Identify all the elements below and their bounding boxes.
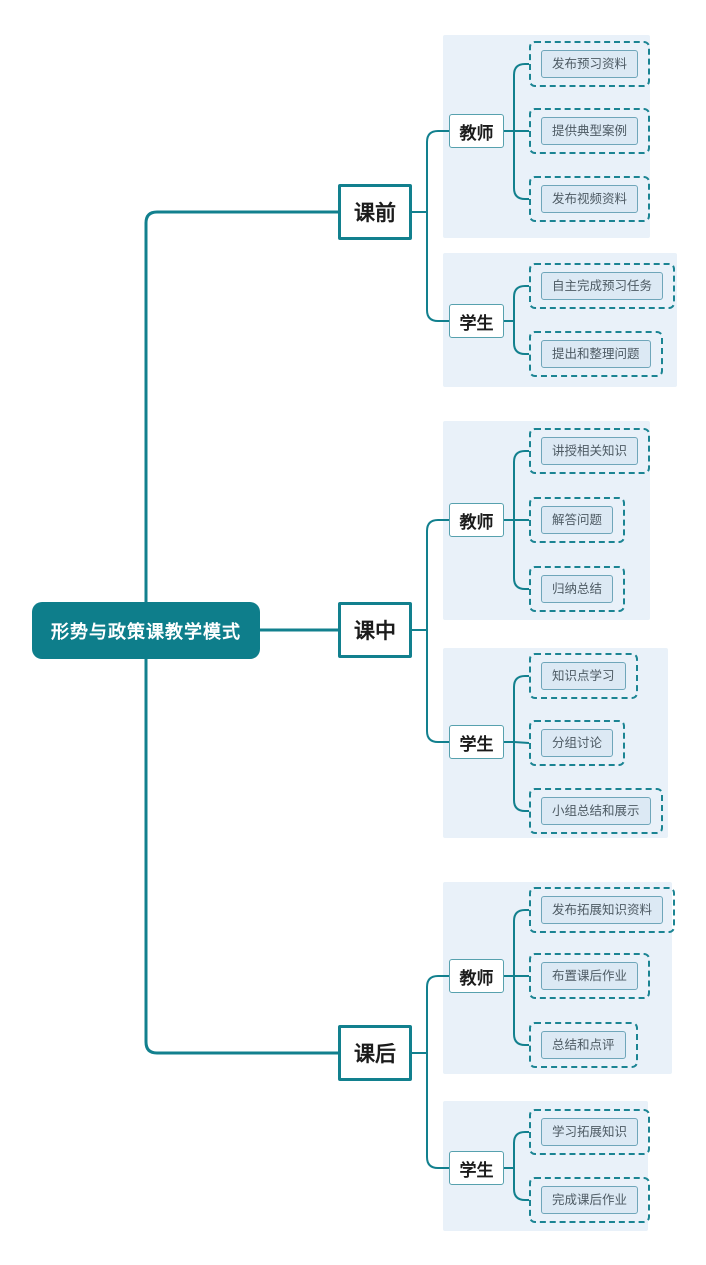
task-node[interactable]: 发布预习资料	[529, 41, 651, 87]
task-node[interactable]: 归纳总结	[529, 566, 626, 612]
task-node[interactable]: 提出和整理问题	[529, 331, 663, 377]
task-label: 发布预习资料	[541, 50, 639, 78]
role-node-pre-teacher[interactable]: 教师	[449, 114, 504, 148]
task-label: 完成课后作业	[541, 1186, 639, 1214]
task-node[interactable]: 解答问题	[529, 497, 626, 543]
task-node[interactable]: 学习拓展知识	[529, 1109, 651, 1155]
task-node[interactable]: 总结和点评	[529, 1022, 638, 1068]
task-label: 归纳总结	[541, 575, 614, 603]
task-label: 小组总结和展示	[541, 797, 651, 825]
role-node-pre-student[interactable]: 学生	[449, 304, 504, 338]
task-label: 布置课后作业	[541, 962, 639, 990]
task-label: 总结和点评	[541, 1031, 626, 1059]
phase-node-mid[interactable]: 课中	[338, 602, 412, 658]
task-node[interactable]: 讲授相关知识	[529, 428, 651, 474]
task-node[interactable]: 完成课后作业	[529, 1177, 651, 1223]
phase-node-pre[interactable]: 课前	[338, 184, 412, 240]
role-node-post-student[interactable]: 学生	[449, 1151, 504, 1185]
role-node-mid-student[interactable]: 学生	[449, 725, 504, 759]
role-node-mid-teacher[interactable]: 教师	[449, 503, 504, 537]
task-label: 发布视频资料	[541, 185, 639, 213]
task-node[interactable]: 布置课后作业	[529, 953, 651, 999]
task-label: 发布拓展知识资料	[541, 896, 664, 924]
task-label: 知识点学习	[541, 662, 626, 690]
task-label: 解答问题	[541, 506, 614, 534]
task-node[interactable]: 分组讨论	[529, 720, 626, 766]
task-label: 讲授相关知识	[541, 437, 639, 465]
task-node[interactable]: 发布视频资料	[529, 176, 651, 222]
task-node[interactable]: 知识点学习	[529, 653, 638, 699]
role-node-post-teacher[interactable]: 教师	[449, 959, 504, 993]
task-node[interactable]: 发布拓展知识资料	[529, 887, 676, 933]
phase-node-post[interactable]: 课后	[338, 1025, 412, 1081]
task-label: 自主完成预习任务	[541, 272, 664, 300]
task-label: 分组讨论	[541, 729, 614, 757]
task-label: 学习拓展知识	[541, 1118, 639, 1146]
task-node[interactable]: 自主完成预习任务	[529, 263, 676, 309]
task-node[interactable]: 提供典型案例	[529, 108, 651, 154]
root-node[interactable]: 形势与政策课教学模式	[32, 602, 260, 659]
task-label: 提供典型案例	[541, 117, 639, 145]
task-node[interactable]: 小组总结和展示	[529, 788, 663, 834]
task-label: 提出和整理问题	[541, 340, 651, 368]
